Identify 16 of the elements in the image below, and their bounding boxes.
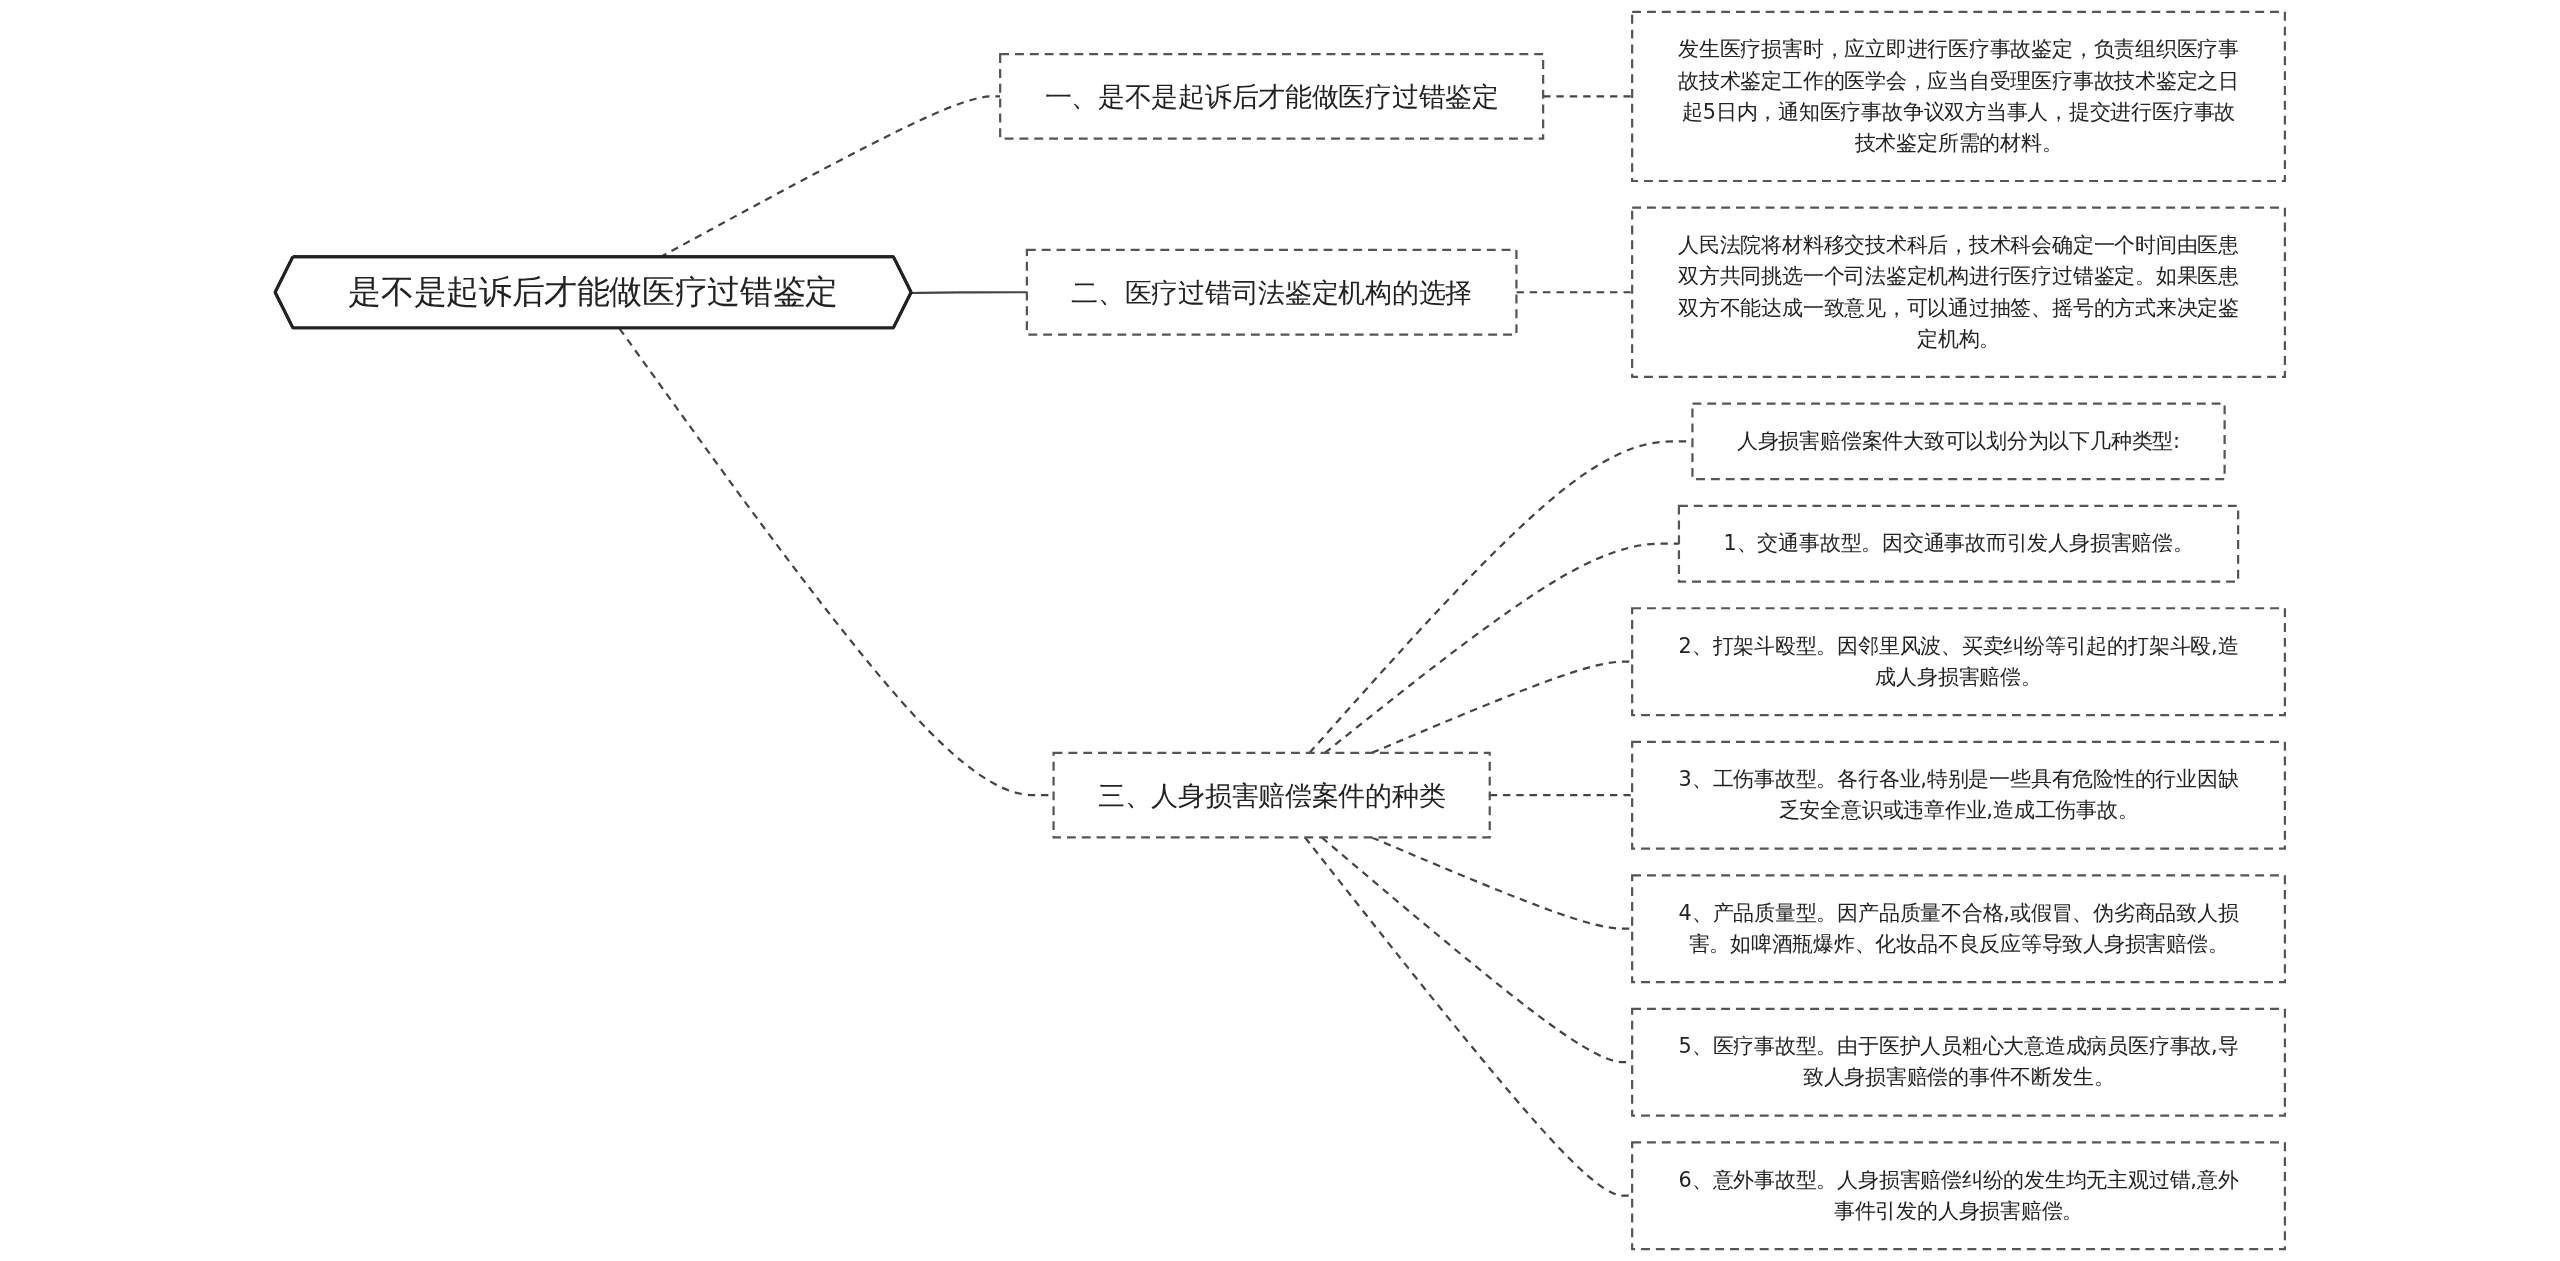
- node-box: 一、是不是起诉后才能做医疗过错鉴定: [999, 53, 1545, 140]
- node-box: 6、意外事故型。人身损害赔偿纠纷的发生均无主观过错,意外事件引发的人身损害赔偿。: [1631, 1141, 2287, 1251]
- node-box: 发生医疗损害时，应立即进行医疗事故鉴定，负责组织医疗事故技术鉴定工作的医学会，应当自受理医疗事故技术鉴定之日起5日内，通知医疗事故争议双方当事人，提交进行医疗事故技术鉴定所需的材料。: [1631, 10, 2287, 183]
- node-box: 人民法院将材料移交技术科后，技术科会确定一个时间由医患双方共同挑选一个司法鉴定机构进行医疗过错鉴定。如果医患双方不能达成一致意见，可以通过抽签、摇号的方式来决定鉴定机构。: [1631, 206, 2287, 378]
- node-box: 1、交通事故型。因交通事故而引发人身损害赔偿。: [1677, 504, 2240, 583]
- node-box: 2、打架斗殴型。因邻里风波、买卖纠纷等引起的打架斗殴,造成人身损害赔偿。: [1631, 607, 2287, 717]
- connector: [1489, 794, 1633, 797]
- node-box: 4、产品质量型。因产品质量不合格,或假冒、伪劣商品致人损害。如啤酒瓶爆炸、化妆品不良反应等导致人身损害赔偿。: [1631, 874, 2287, 984]
- node-box: 三、人身损害赔偿案件的种类: [1052, 751, 1491, 839]
- node-box: 3、工伤事故型。各行各业,特别是一些具有危险性的行业因缺乏安全意识或违章作业,造成工伤事故。: [1631, 740, 2287, 850]
- connector: [1516, 291, 1633, 294]
- node-box: 5、医疗事故型。由于医护人员粗心大意造成病员医疗事故,导致人身损害赔偿的事件不断发生。: [1631, 1007, 2287, 1117]
- connector: [911, 291, 1027, 295]
- connector: [1543, 95, 1633, 98]
- node-box: 二、医疗过错司法鉴定机构的选择: [1025, 248, 1518, 336]
- node-box: 人身损害赔偿案件大致可以划分为以下几种类型:: [1691, 402, 2226, 481]
